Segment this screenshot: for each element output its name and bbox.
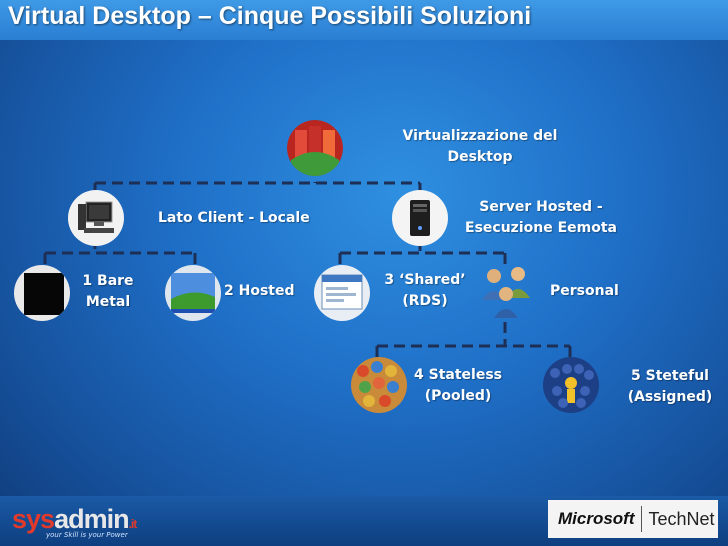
desktop-virtualization-icon — [287, 120, 343, 176]
technet-logo-text: TechNet — [648, 508, 715, 529]
users-icon — [478, 262, 538, 320]
connector-server — [338, 240, 507, 270]
node-client-label: Lato Client - Locale — [158, 210, 310, 226]
title-band — [0, 0, 728, 40]
node-personal-label: Personal — [550, 283, 619, 299]
sysadmin-logo-tld: .it — [128, 517, 138, 531]
sysadmin-logo: sysadmin.it — [12, 504, 138, 535]
node-stateful-label: 5 Steteful (Assigned) — [627, 368, 713, 405]
node-stateless-label: 4 Stateless (Pooled) — [414, 367, 502, 404]
sysadmin-logo-sys: sys — [12, 504, 55, 534]
sysadmin-tagline: your Skill is your Power — [46, 531, 128, 539]
computer-icon — [68, 190, 124, 246]
node-root-label: Virtualizzazione del Desktop — [402, 128, 558, 165]
logo-separator — [640, 506, 642, 532]
connector-personal — [375, 322, 572, 362]
assigned-users-icon — [543, 357, 599, 413]
node-hosted-label: 2 Hosted — [224, 283, 295, 299]
pooled-users-icon — [351, 357, 407, 413]
node-bare-metal-label: 1 Bare Metal — [82, 273, 134, 310]
server-icon — [392, 190, 448, 246]
microsoft-technet-logo: Microsoft TechNet — [548, 500, 718, 538]
windows-xp-icon — [165, 265, 221, 321]
microsoft-logo-text: Microsoft — [558, 509, 635, 528]
connector-client — [43, 238, 197, 270]
sysadmin-logo-admin: admin — [54, 504, 130, 534]
remote-desktop-icon — [314, 265, 370, 321]
node-shared-label: 3 ‘Shared’ (RDS) — [384, 272, 466, 309]
node-server-label: Server Hosted - Esecuzione Eemota — [465, 199, 617, 236]
page-title: Virtual Desktop – Cinque Possibili Soluz… — [8, 2, 532, 30]
bare-metal-icon — [14, 265, 70, 321]
connector-root — [93, 165, 422, 200]
